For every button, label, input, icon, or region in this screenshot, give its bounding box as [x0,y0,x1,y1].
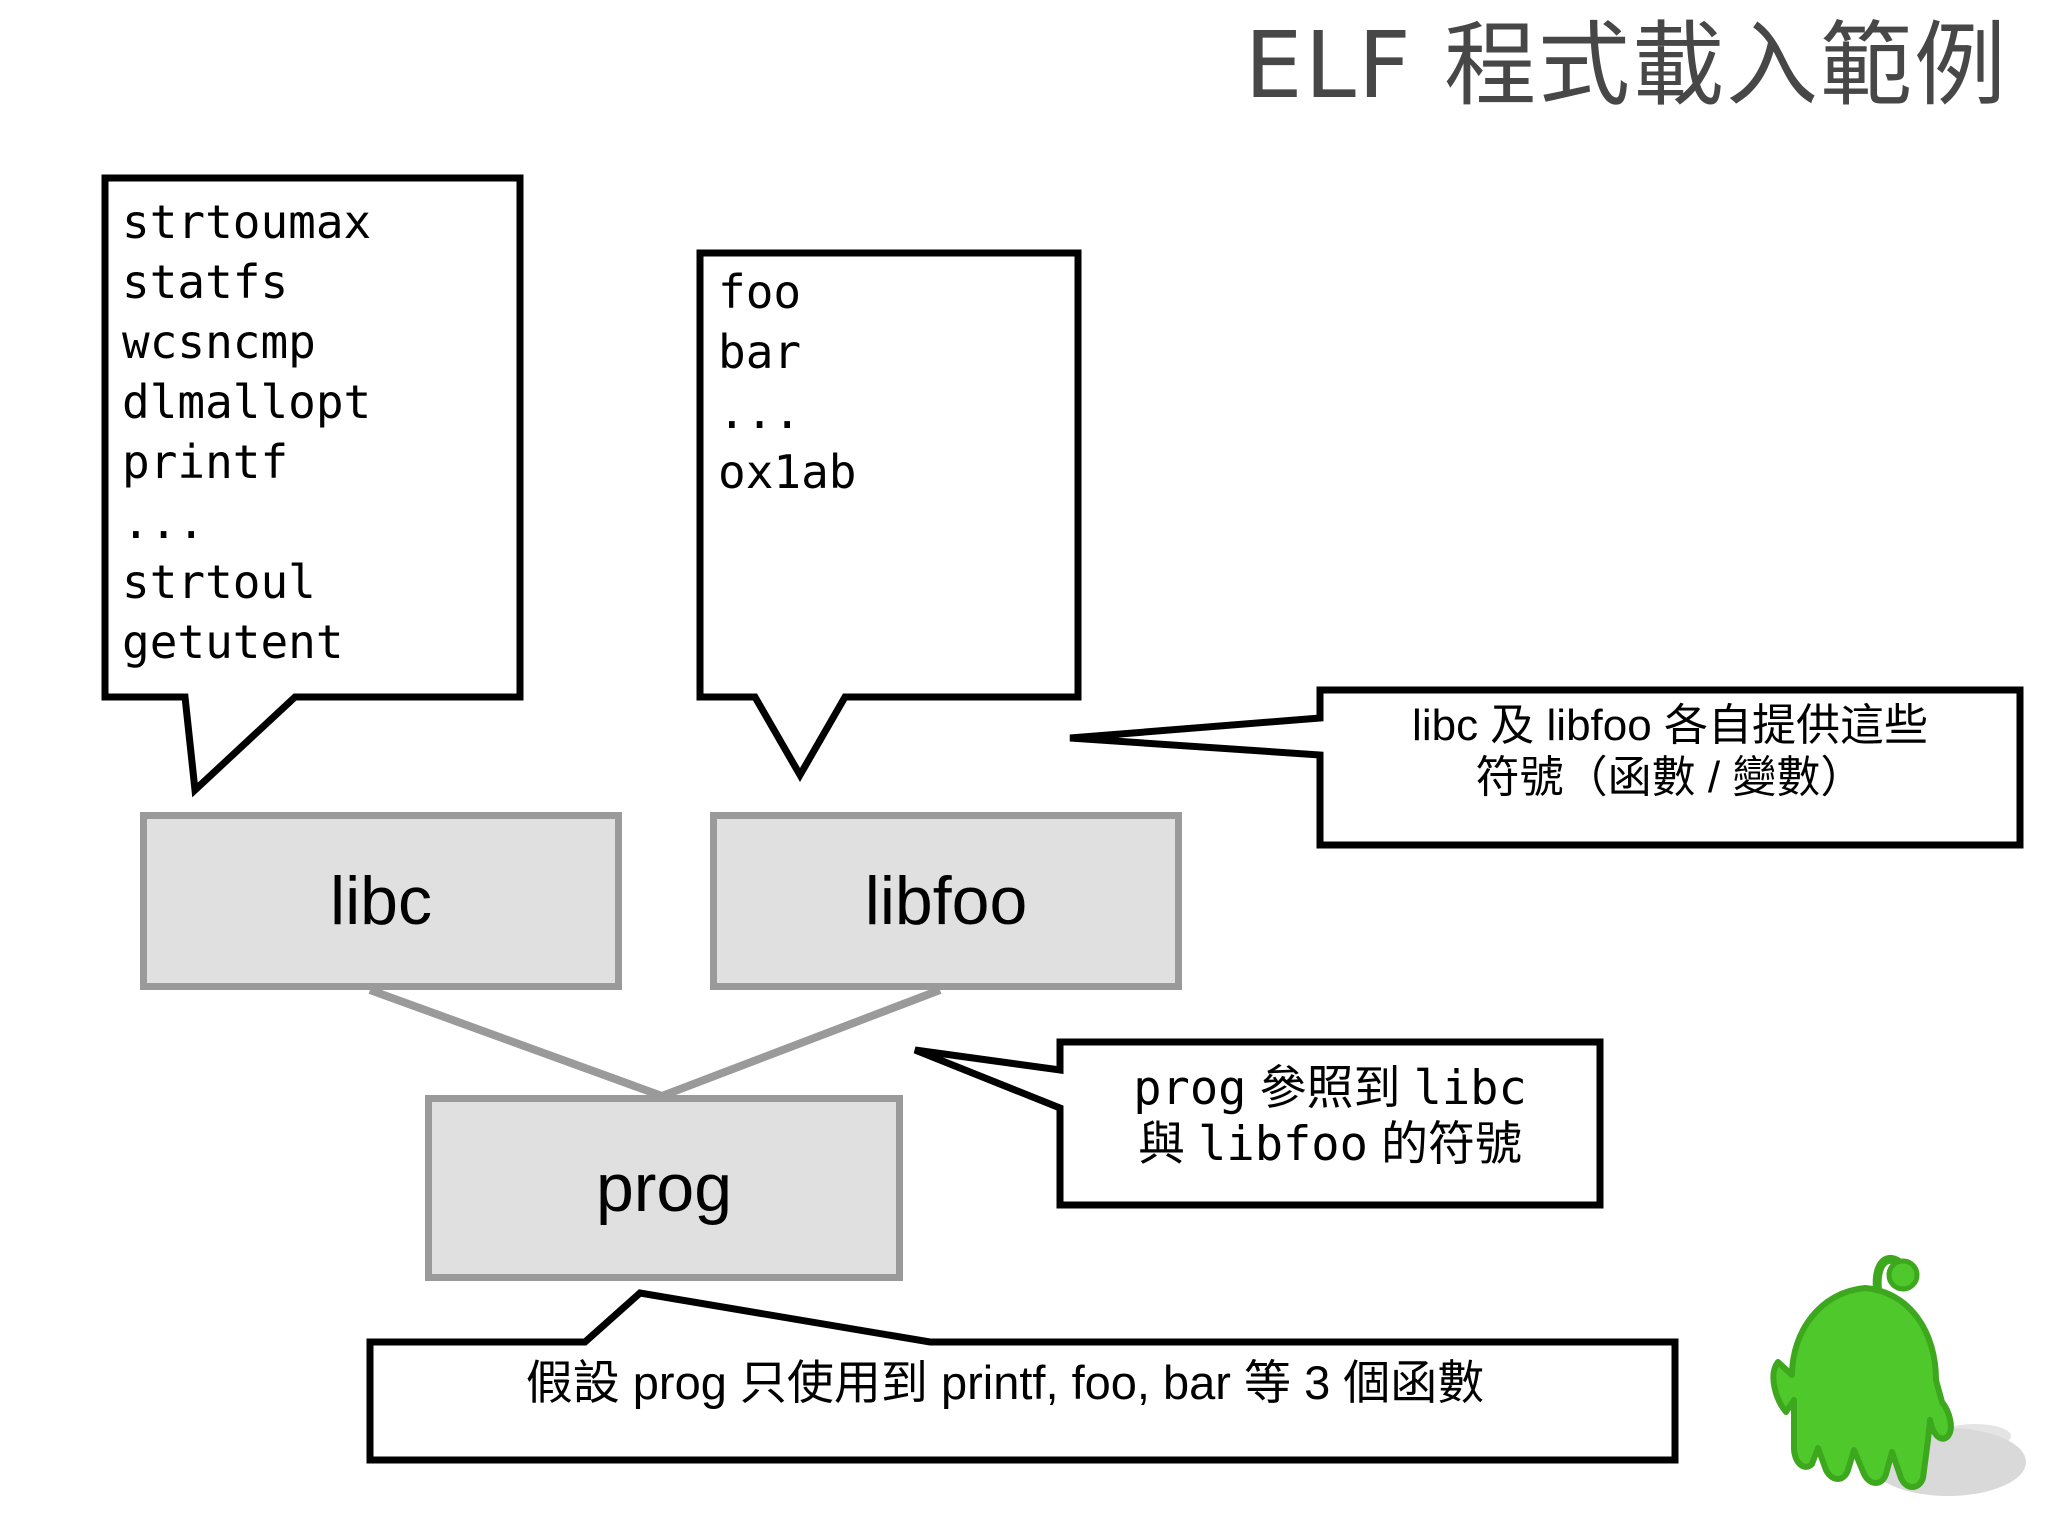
page-title: ELF 程式載入範例 [1244,12,2008,119]
libs-provide-line-2: 符號（函數 / 變數） [1475,752,1865,802]
libs-provide-line-1: libc 及 libfoo 各自提供這些 [1330,700,2010,752]
module-label-libfoo: libfoo [864,863,1028,939]
module-box-libfoo[interactable]: libfoo [710,812,1182,990]
prog-refs-line-1: prog 參照到 libc [1075,1060,1585,1116]
prog-refs-and: 與 [1138,1117,1199,1171]
mascot-antenna-ball [1886,1258,1920,1292]
prog-refs-symbols: 的符號 [1367,1117,1522,1171]
libs-provide-tail: 各自提供這些 [1651,701,1928,750]
assumption-callout-text: 假設 prog 只使用到 printf, foo, bar 等 3 個函數 [525,1356,1485,1409]
connector-libfoo-to-prog [660,986,942,1100]
prog-refs-libc: libc [1413,1061,1527,1116]
libs-provide-libc: libc [1412,701,1479,750]
libc-symbol-text: strtoumax statfs wcsncmp dlmallopt print… [122,195,372,669]
libs-provide-conj: 及 [1478,701,1547,750]
module-label-prog: prog [595,1150,733,1226]
module-box-prog[interactable]: prog [425,1095,903,1281]
mascot-body [1770,1285,1954,1490]
prog-refs-prog: prog [1133,1061,1247,1116]
module-label-libc: libc [329,863,433,939]
green-blob-mascot-icon [1770,1254,2026,1496]
prog-refs-verb: 參照到 [1246,1061,1414,1114]
prog-refs-libfoo: libfoo [1198,1117,1368,1173]
libfoo-symbol-text: foo bar ... ox1ab [718,265,857,499]
module-box-libc[interactable]: libc [140,812,622,990]
connector-libc-to-prog [368,986,664,1100]
libs-provide-libfoo: libfoo [1546,701,1652,750]
prog-refs-line-2: 與 libfoo 的符號 [1075,1116,1585,1172]
mascot-shadow-soft [1939,1424,2011,1448]
prog-refs-callout-text: prog 參照到 libc 與 libfoo 的符號 [1075,1060,1585,1173]
libs-provide-callout-text: libc 及 libfoo 各自提供這些 符號（函數 / 變數） [1330,700,2010,804]
